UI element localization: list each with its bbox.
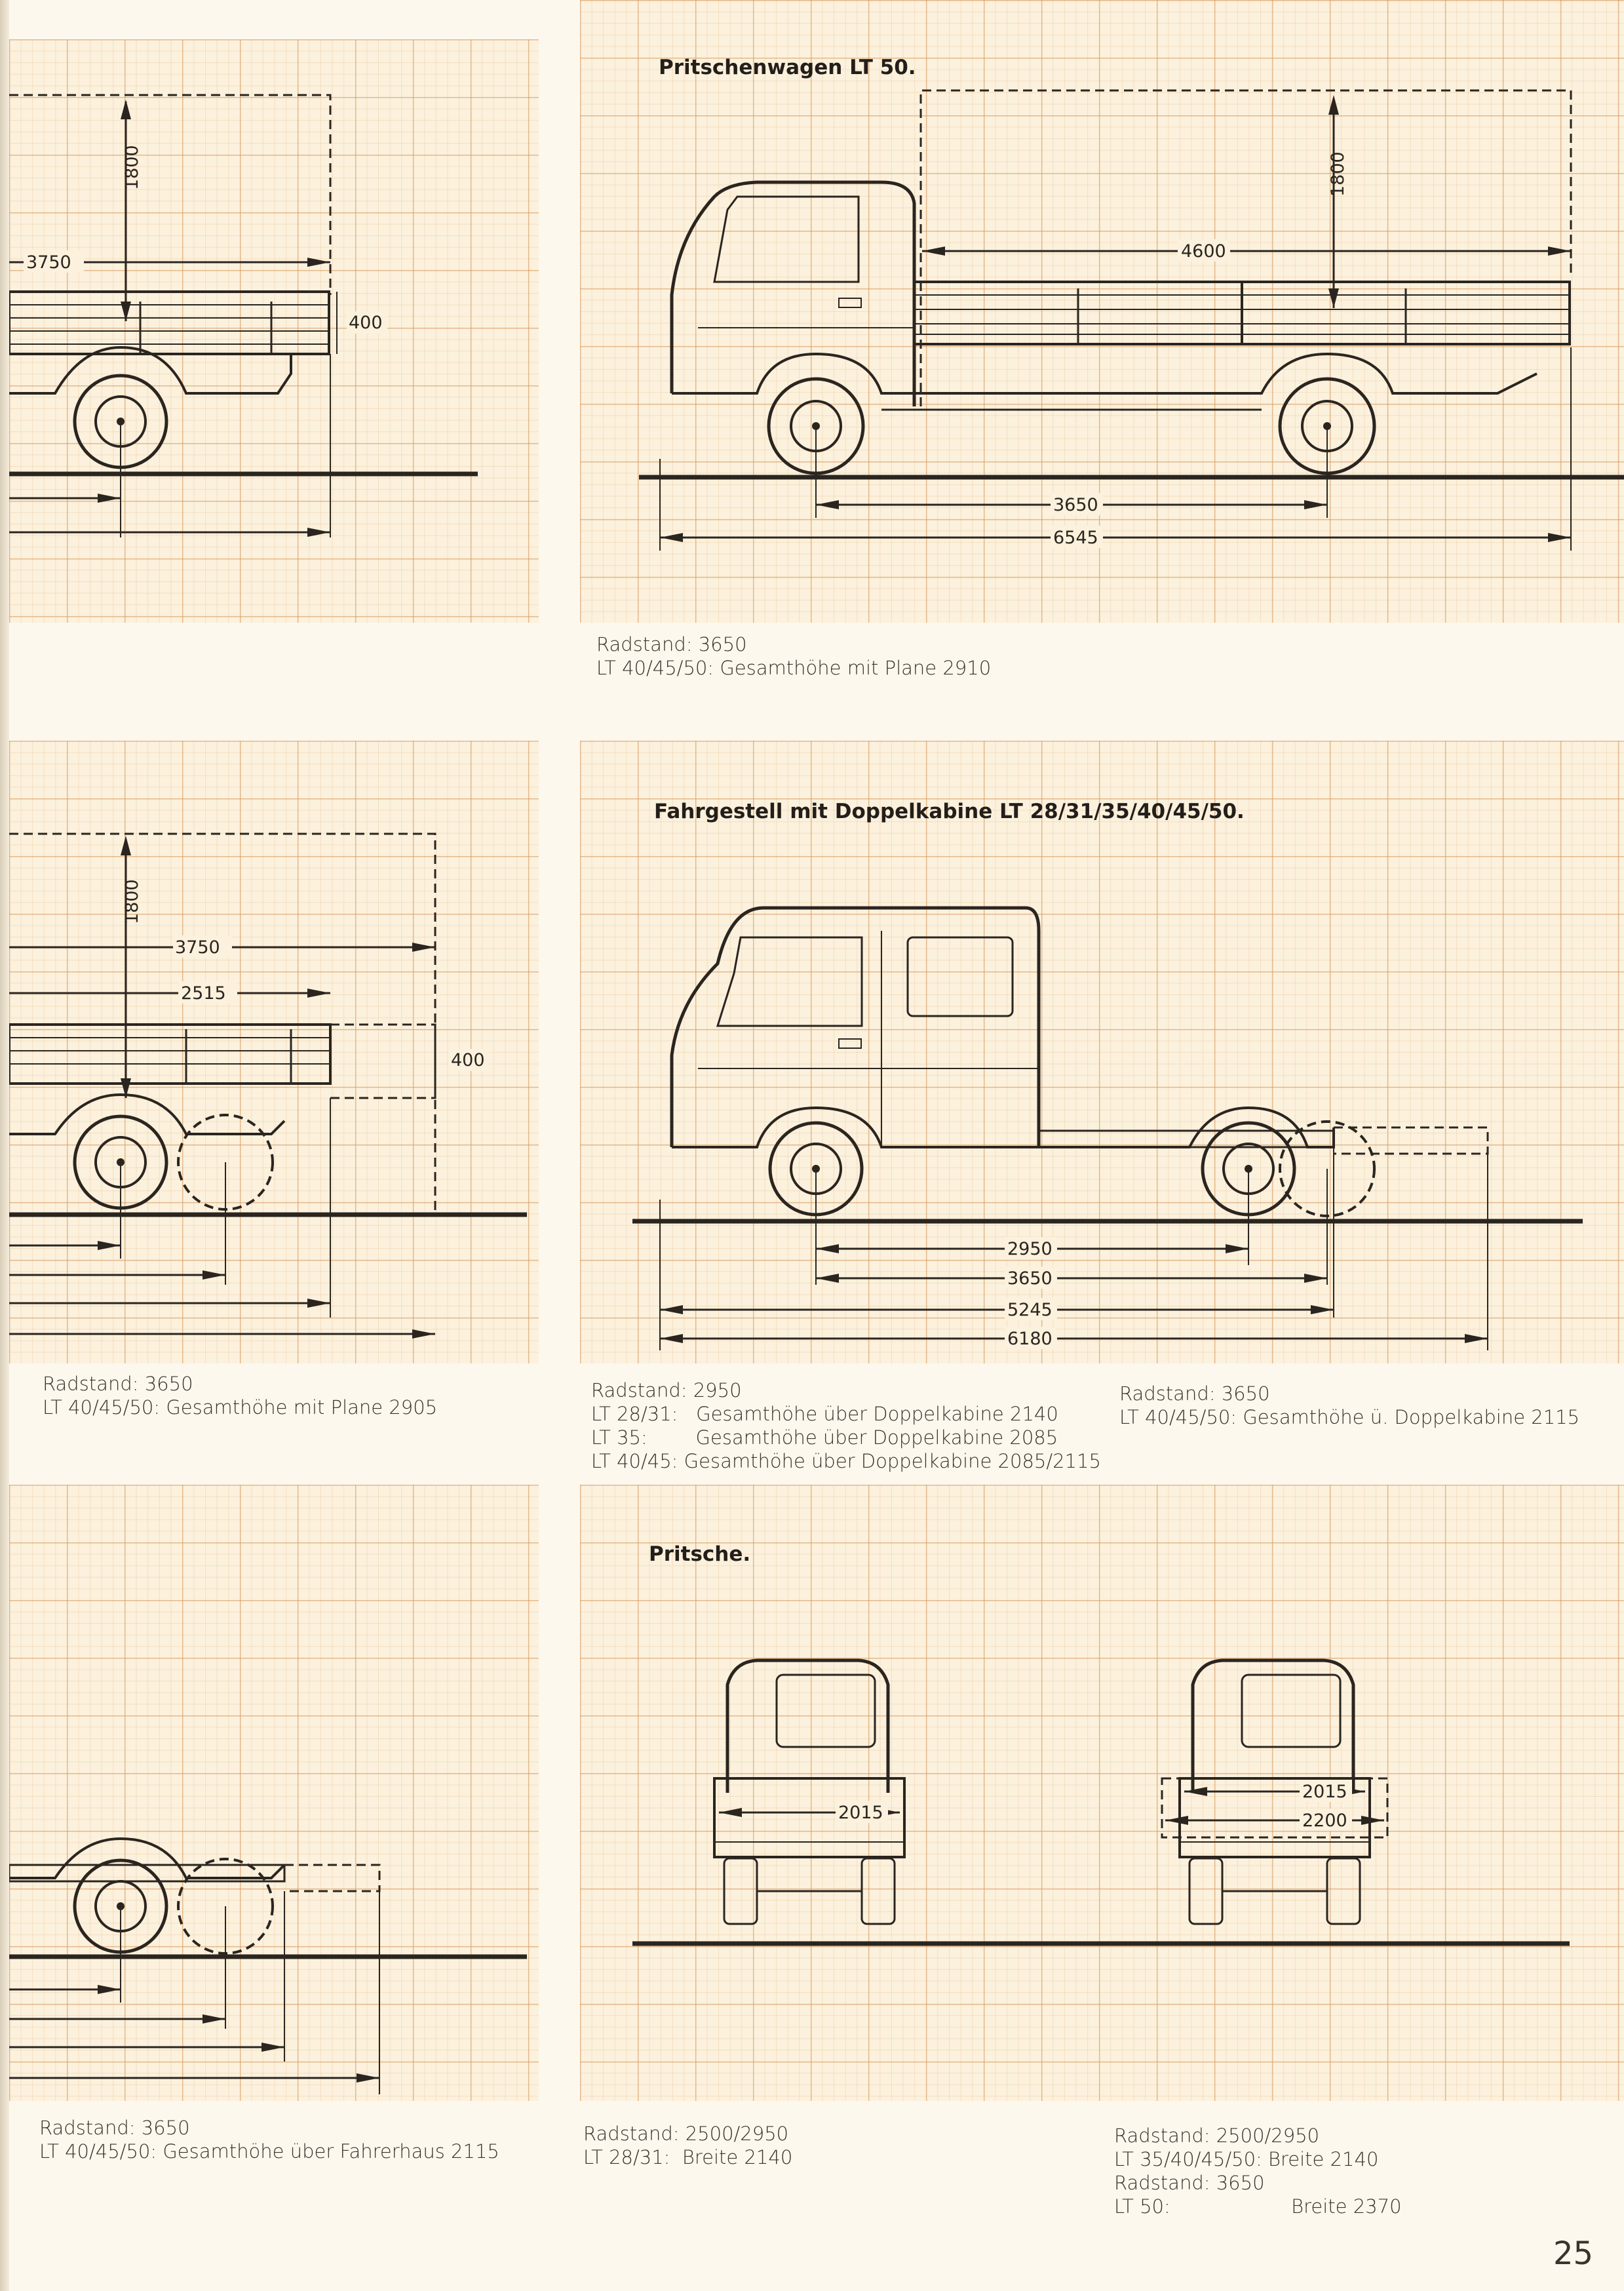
caption-line: LT 40/45/50: Gesamthöhe ü. Doppelkabine … — [1119, 1406, 1580, 1428]
caption-line: LT 50: Breite 2370 — [1114, 2195, 1402, 2218]
caption-line: Radstand: 2950 — [591, 1379, 742, 1401]
drawing-fahrgestell-doppelkabine: 2950 3650 5245 6180 — [580, 741, 1624, 1363]
caption-line: LT 28/31: Breite 2140 — [583, 2146, 793, 2168]
dim-length: 3750 — [175, 937, 220, 958]
caption-line: Radstand: 3650 — [1114, 2172, 1265, 2194]
caption-line: LT 28/31: Gesamthöhe über Doppelkabine 2… — [591, 1403, 1058, 1425]
caption-line: Radstand: 3650 — [1119, 1382, 1270, 1405]
drawing-pritsche-rear: 2015 2015 2200 — [580, 1485, 1624, 2101]
caption-bottom-left: Radstand: 3650 LT 40/45/50: Gesamthöhe ü… — [39, 2116, 499, 2163]
dim-wheelbase: 3650 — [1053, 495, 1098, 515]
drawing-middle-left: 1800 3750 2515 400 — [9, 741, 539, 1363]
dim-width-c: 2200 — [1302, 1811, 1347, 1831]
dim-wheelbase-long: 3650 — [1007, 1268, 1053, 1289]
heading-pritsche: Pritsche. — [649, 1542, 751, 1566]
caption-line: Radstand: 2500/2950 — [583, 2123, 789, 2145]
dim-bed: 4600 — [1181, 241, 1226, 262]
page-number: 25 — [1553, 2235, 1594, 2272]
dim-height: 1800 — [1328, 151, 1348, 197]
caption-mid-left: Radstand: 3650 LT 40/45/50: Gesamthöhe m… — [43, 1372, 437, 1419]
drawing-top-left: 1800 3750 400 — [9, 39, 539, 623]
caption-line: Radstand: 3650 — [39, 2117, 190, 2139]
dim-total: 6545 — [1053, 528, 1098, 548]
caption-line: Radstand: 2500/2950 — [1114, 2125, 1320, 2147]
caption-line: LT 35: Gesamthöhe über Doppelkabine 2085 — [591, 1426, 1058, 1449]
book-spine — [0, 0, 9, 2291]
dim-length: 3750 — [26, 252, 71, 273]
dim-side: 400 — [349, 313, 383, 333]
caption-line: Radstand: 3650 — [43, 1373, 193, 1395]
heading-fahrgestell: Fahrgestell mit Doppelkabine LT 28/31/35… — [654, 800, 1245, 823]
caption-top-right: Radstand: 3650 LT 40/45/50: Gesamthöhe m… — [596, 633, 991, 680]
dim-height: 1800 — [122, 145, 142, 190]
dim-side: 400 — [451, 1050, 485, 1070]
dim-width-b: 2015 — [1302, 1782, 1347, 1802]
dim-length-a: 5245 — [1007, 1300, 1053, 1320]
dim-wheelbase-short: 2950 — [1007, 1239, 1053, 1259]
caption-bottom-center: Radstand: 2500/2950 LT 28/31: Breite 214… — [583, 2122, 792, 2169]
dim-bed: 2515 — [181, 983, 226, 1004]
caption-bottom-right: Radstand: 2500/2950 LT 35/40/45/50: Brei… — [1114, 2124, 1402, 2218]
caption-line: LT 40/45/50: Gesamthöhe mit Plane 2905 — [43, 1396, 438, 1419]
dim-height: 1800 — [122, 879, 142, 924]
caption-line: Radstand: 3650 — [596, 633, 747, 656]
caption-line: LT 40/45: Gesamthöhe über Doppelkabine 2… — [591, 1450, 1101, 1472]
drawing-bottom-left — [9, 1485, 539, 2101]
caption-mid-right: Radstand: 3650 LT 40/45/50: Gesamthöhe ü… — [1119, 1382, 1579, 1429]
caption-line: LT 35/40/45/50: Breite 2140 — [1114, 2148, 1379, 2170]
dim-length-b: 6180 — [1007, 1329, 1053, 1349]
caption-mid-center: Radstand: 2950 LT 28/31: Gesamthöhe über… — [591, 1379, 1101, 1473]
drawing-pritschenwagen-lt50: 1800 4600 — [580, 0, 1624, 623]
heading-pritschenwagen: Pritschenwagen LT 50. — [659, 56, 916, 79]
caption-line: LT 40/45/50: Gesamthöhe über Fahrerhaus … — [39, 2140, 499, 2163]
caption-line: LT 40/45/50: Gesamthöhe mit Plane 2910 — [596, 657, 992, 679]
dim-width-a: 2015 — [838, 1803, 883, 1823]
